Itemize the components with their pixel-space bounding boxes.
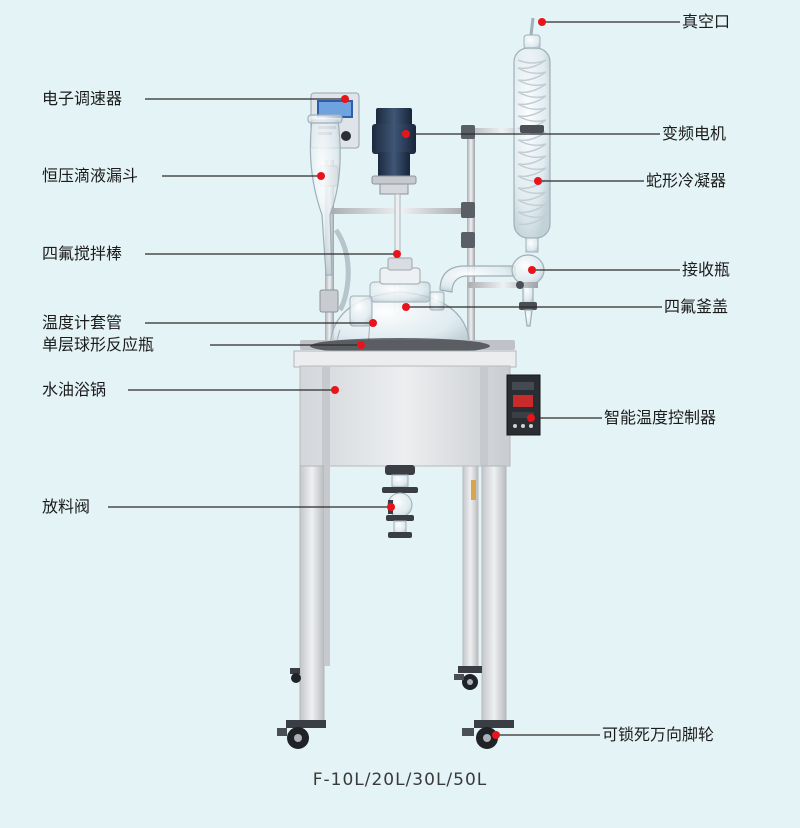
- coil-condenser: [513, 17, 551, 253]
- caster-back-right: [454, 666, 482, 690]
- front-right-leg: [481, 465, 507, 725]
- bath-top: [293, 350, 517, 368]
- label-ptfe-lid: 四氟釜盖: [664, 297, 729, 316]
- caster-front-right: [462, 720, 514, 749]
- front-left-leg: [299, 465, 325, 725]
- temp-controller-panel: [506, 374, 541, 436]
- callout-lines: [108, 21, 680, 736]
- label-casters: 可锁死万向脚轮: [602, 725, 715, 744]
- label-speed-controller: 电子调速器: [42, 89, 123, 108]
- upper-cross-bar: [462, 128, 542, 133]
- label-oil-bath: 水油浴锅: [42, 380, 107, 399]
- vfd-motor-body: [371, 108, 417, 195]
- callout-dots: [317, 18, 546, 739]
- dropping-funnel: [307, 114, 351, 312]
- label-temp-controller: 智能温度控制器: [604, 408, 717, 427]
- label-vfd-motor: 变频电机: [662, 124, 727, 143]
- bath-cabinet: [299, 365, 511, 467]
- model-number: F-10L/20L/30L/50L: [312, 770, 488, 790]
- label-vacuum-port: 真空口: [682, 12, 731, 31]
- cross-bar: [330, 208, 472, 214]
- label-discharge-valve: 放料阀: [42, 497, 91, 516]
- label-ptfe-stirrer: 四氟搅拌棒: [42, 244, 123, 263]
- label-receiver-flask: 接收瓶: [682, 260, 731, 279]
- label-reaction-flask: 单层球形反应瓶: [42, 335, 155, 354]
- caster-front-left: [277, 720, 326, 749]
- caster-back-left: [290, 668, 301, 683]
- label-coil-condenser: 蛇形冷凝器: [646, 171, 727, 190]
- label-dropping-funnel: 恒压滴液漏斗: [42, 166, 139, 185]
- label-thermometer-tube: 温度计套管: [42, 313, 123, 332]
- discharge-valve: [382, 465, 418, 538]
